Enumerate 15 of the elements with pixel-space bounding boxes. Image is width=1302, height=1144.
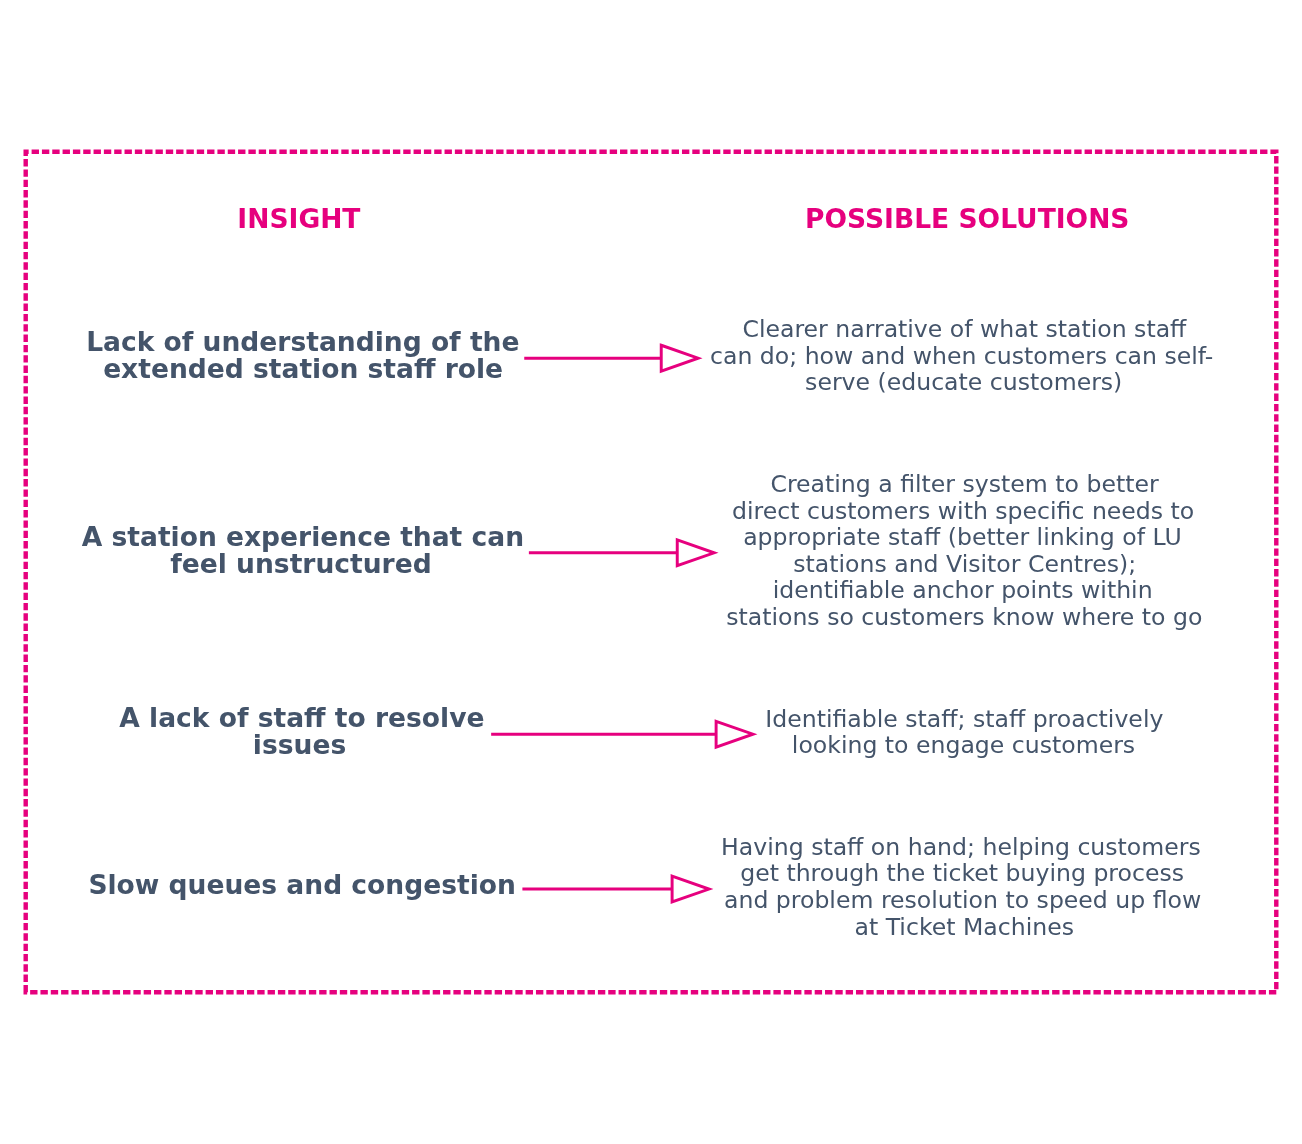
node-text: Clearer narrative of what station staff can do; how and when customers can self-serve (educate customers) <box>709 315 1214 397</box>
node-text: Creating a filter system to better direct customers with specific needs to appropriate staff (better linking of LU stations and Visitor Centres); identifiable anchor points within stations so customers know where to go <box>726 470 1203 631</box>
arrow <box>522 874 714 905</box>
node-text: Having staff on hand; helping customers get through the ticket buying process and problem resolution to speed up flow at Ticket Machines <box>721 832 1202 941</box>
label: POSSIBLE SOLUTIONS <box>805 202 1130 234</box>
node-text: Lack of understanding of the extended station staff role <box>86 326 520 384</box>
node-text: Identifiable staff; staff proactively looking to engage customers <box>765 704 1164 760</box>
cluster <box>23 149 1279 995</box>
node-text: A lack of staff to resolve issues <box>119 702 485 760</box>
arrow <box>491 719 758 750</box>
arrow <box>528 537 719 568</box>
node-text: Slow queues and congestion <box>88 869 516 901</box>
arrow <box>524 343 703 374</box>
node-text: A station experience that can feel unstructured <box>81 521 525 579</box>
label: INSIGHT <box>237 202 361 234</box>
